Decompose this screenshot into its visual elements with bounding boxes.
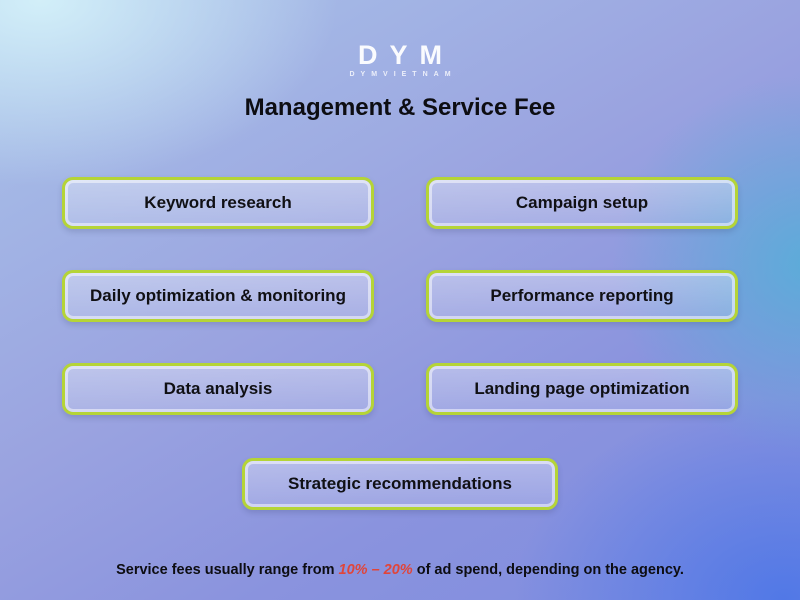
service-card-strategic-recommendations: Strategic recommendations <box>242 458 558 510</box>
page-title: Management & Service Fee <box>244 94 556 121</box>
brand-logo-subtext: DYMVIETNAM <box>349 71 457 78</box>
service-card-label: Strategic recommendations <box>288 474 512 493</box>
service-card-label: Data analysis <box>163 379 273 398</box>
note-prefix: Service fees usually range from <box>116 562 339 578</box>
service-card-performance-reporting: Performance reporting <box>426 270 738 322</box>
service-card-campaign-setup: Campaign setup <box>426 177 738 229</box>
brand-logo: DYM <box>358 40 454 70</box>
note-fee-range-highlight: 10% – 20% <box>338 562 413 578</box>
service-card-data-analysis: Data analysis <box>62 363 374 415</box>
service-fee-note: Service fees usually range from 10% – 20… <box>0 562 800 578</box>
service-card-label: Campaign setup <box>515 193 649 212</box>
service-card-label: Landing page optimization <box>474 379 690 398</box>
service-card-keyword-research: Keyword research <box>62 177 374 229</box>
service-card-label: Keyword research <box>144 193 292 212</box>
service-card-landing-page-optimization: Landing page optimization <box>426 363 738 415</box>
service-card-daily-optimization: Daily optimization & monitoring <box>62 270 374 322</box>
service-card-label: Daily optimization & monitoring <box>90 286 346 305</box>
service-card-label: Performance reporting <box>490 286 674 305</box>
note-suffix: of ad spend, depending on the agency. <box>412 562 684 578</box>
